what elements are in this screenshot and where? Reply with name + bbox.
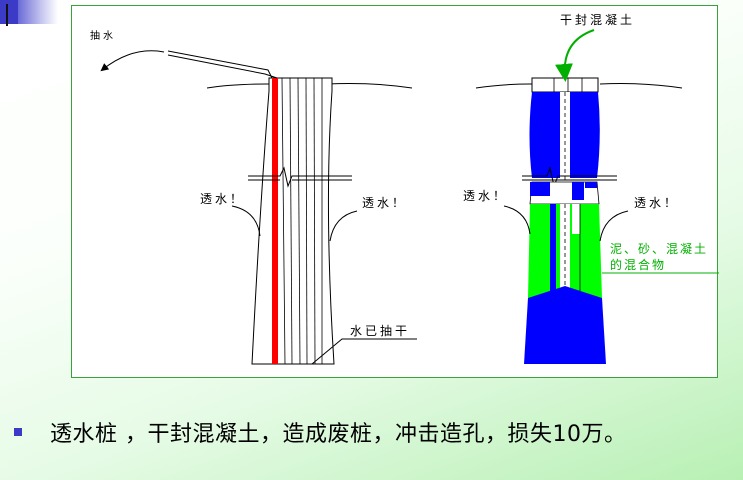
label-leak-right-2: 透水！ xyxy=(634,196,679,210)
left-pile xyxy=(100,50,417,365)
bullet-icon xyxy=(14,428,22,436)
label-mixture-line2: 的混合物 xyxy=(610,257,666,272)
pump-arrow xyxy=(100,50,165,72)
left-leak-arrow-2 xyxy=(329,210,358,242)
pump-pipe xyxy=(167,50,278,79)
right-ground-line xyxy=(475,83,683,89)
bottom-concrete xyxy=(524,286,606,364)
mid-blue-edge xyxy=(585,182,597,188)
mid-blue-left xyxy=(530,182,550,196)
diagram-panel: 抽水 透水！ 透水！ 水已抽干 xyxy=(71,5,719,378)
corner-decoration xyxy=(0,0,58,24)
left-ground-line xyxy=(206,83,413,89)
mid-blue-right xyxy=(572,182,584,200)
label-mixture-line1: 泥、砂、混凝土 xyxy=(610,241,708,256)
label-pump-water: 抽水 xyxy=(90,29,116,42)
right-pile xyxy=(475,29,719,364)
label-leak-left-2: 透水！ xyxy=(362,196,407,210)
caption-text: 透水桩 ，干封混凝土，造成废桩，冲击造孔，损失10万。 xyxy=(50,422,627,447)
right-leak-arrow-2 xyxy=(599,210,629,242)
label-leak-left-1: 透水！ xyxy=(200,192,245,206)
right-break-line xyxy=(522,166,617,188)
dry-seal-arrow xyxy=(555,29,595,82)
right-leak-arrow-1 xyxy=(503,205,531,235)
right-pipe-lower xyxy=(560,204,570,298)
left-red-pipe xyxy=(272,78,278,364)
pile-diagram: 抽水 透水！ 透水！ 水已抽干 xyxy=(90,12,719,365)
left-leak-arrow-1 xyxy=(231,205,261,237)
label-leak-right-1: 透水！ xyxy=(463,189,508,203)
corner-line xyxy=(6,4,8,26)
dry-seal-cap xyxy=(531,77,599,93)
label-water-drained: 水已抽干 xyxy=(350,324,410,338)
label-dry-seal: 干封混凝土 xyxy=(560,12,635,27)
left-break-line xyxy=(248,166,352,188)
caption-row: 透水桩 ，干封混凝土，造成废桩，冲击造孔，损失10万。 xyxy=(14,414,627,450)
drained-leader xyxy=(311,338,417,365)
